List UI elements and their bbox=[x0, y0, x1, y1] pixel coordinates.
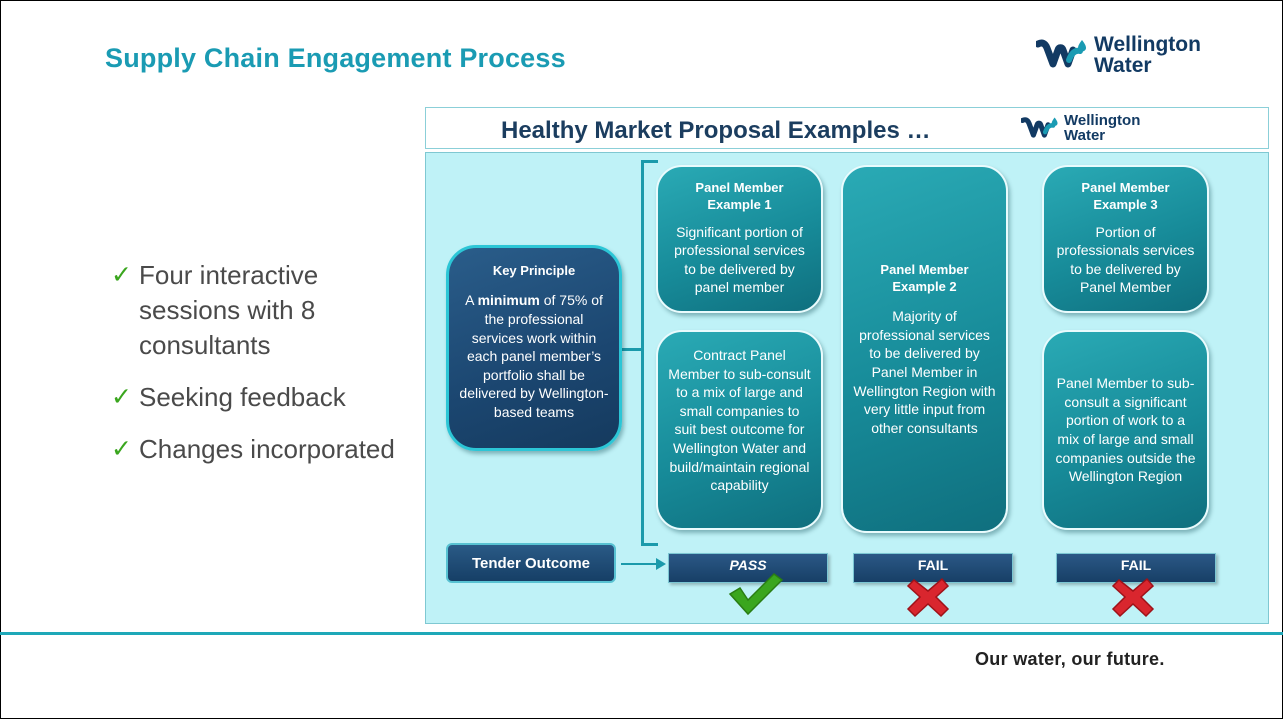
wellington-water-logo: Wellington Water bbox=[1036, 34, 1201, 76]
bullet-text: Changes incorporated bbox=[139, 434, 395, 465]
diagram-title: Healthy Market Proposal Examples … bbox=[501, 117, 931, 144]
example-1-heading: Panel Member Example 1 bbox=[695, 180, 784, 213]
example-1-bottom-text: Contract Panel Member to sub-consult to … bbox=[668, 347, 811, 494]
key-principle-text-start: A bbox=[465, 292, 478, 309]
result-example-2: FAIL bbox=[853, 553, 1013, 583]
check-icon: ✓ bbox=[111, 383, 132, 412]
check-icon: ✓ bbox=[111, 435, 132, 464]
key-principle-emphasis: minimum bbox=[477, 292, 540, 309]
bullet-text: Four interactive sessions with 8 consult… bbox=[139, 260, 319, 361]
bracket-connector bbox=[641, 160, 658, 546]
logo-line-2: Water bbox=[1094, 54, 1152, 77]
wellington-water-logo-icon bbox=[1021, 116, 1058, 138]
bullet-item: ✓ Seeking feedback bbox=[111, 380, 421, 415]
wellington-water-logo-small: Wellington Water bbox=[1021, 113, 1140, 143]
bullet-list: ✓ Four interactive sessions with 8 consu… bbox=[111, 258, 421, 484]
diagram-title-box bbox=[425, 107, 1269, 149]
example-2-heading: Panel Member Example 2 bbox=[880, 261, 969, 294]
example-2-box: Panel Member Example 2 Majority of profe… bbox=[841, 165, 1008, 533]
bullet-item: ✓ Four interactive sessions with 8 consu… bbox=[111, 258, 421, 363]
check-mark-icon bbox=[728, 573, 784, 616]
cross-mark-icon bbox=[1111, 577, 1155, 618]
tender-arrow-head bbox=[656, 558, 666, 570]
key-principle-box: Key Principle A minimum of 75% of the pr… bbox=[446, 245, 622, 451]
example-1-top-text: Significant portion of professional serv… bbox=[674, 223, 805, 296]
example-3-bottom-box: Panel Member to sub-consult a significan… bbox=[1042, 330, 1209, 530]
example-1-top-box: Panel Member Example 1 Significant porti… bbox=[656, 165, 823, 313]
key-principle-text-end: of 75% of the professional services work… bbox=[459, 292, 609, 420]
cross-mark-icon bbox=[906, 577, 950, 618]
example-2-text: Majority of professional services to be … bbox=[853, 308, 996, 436]
example-3-bottom-text: Panel Member to sub-consult a significan… bbox=[1055, 375, 1196, 485]
bullet-item: ✓ Changes incorporated bbox=[111, 432, 421, 467]
logo-wordmark: Wellington Water bbox=[1064, 113, 1140, 143]
page-title: Supply Chain Engagement Process bbox=[105, 43, 566, 73]
wellington-water-logo-icon bbox=[1036, 39, 1086, 68]
bullet-text: Seeking feedback bbox=[139, 382, 346, 413]
check-icon: ✓ bbox=[111, 261, 132, 289]
tender-arrow-line bbox=[621, 563, 661, 565]
logo-line-1: Wellington bbox=[1064, 112, 1141, 129]
logo-wordmark: Wellington Water bbox=[1094, 34, 1201, 76]
logo-line-1: Wellington bbox=[1094, 33, 1201, 56]
result-example-1: PASS bbox=[668, 553, 828, 583]
footer-divider bbox=[0, 632, 1283, 635]
key-principle-heading: Key Principle bbox=[492, 263, 576, 278]
example-3-heading: Panel Member Example 3 bbox=[1081, 180, 1170, 213]
result-example-3: FAIL bbox=[1056, 553, 1216, 583]
tender-outcome-label: Tender Outcome bbox=[446, 543, 616, 583]
key-principle-connector bbox=[622, 348, 642, 351]
example-1-bottom-box: Contract Panel Member to sub-consult to … bbox=[656, 330, 823, 530]
example-3-top-box: Panel Member Example 3 Portion of profes… bbox=[1042, 165, 1209, 313]
footer-tagline: Our water, our future. bbox=[975, 649, 1165, 669]
logo-line-2: Water bbox=[1064, 127, 1106, 144]
example-3-top-text: Portion of professionals services to be … bbox=[1056, 223, 1195, 296]
